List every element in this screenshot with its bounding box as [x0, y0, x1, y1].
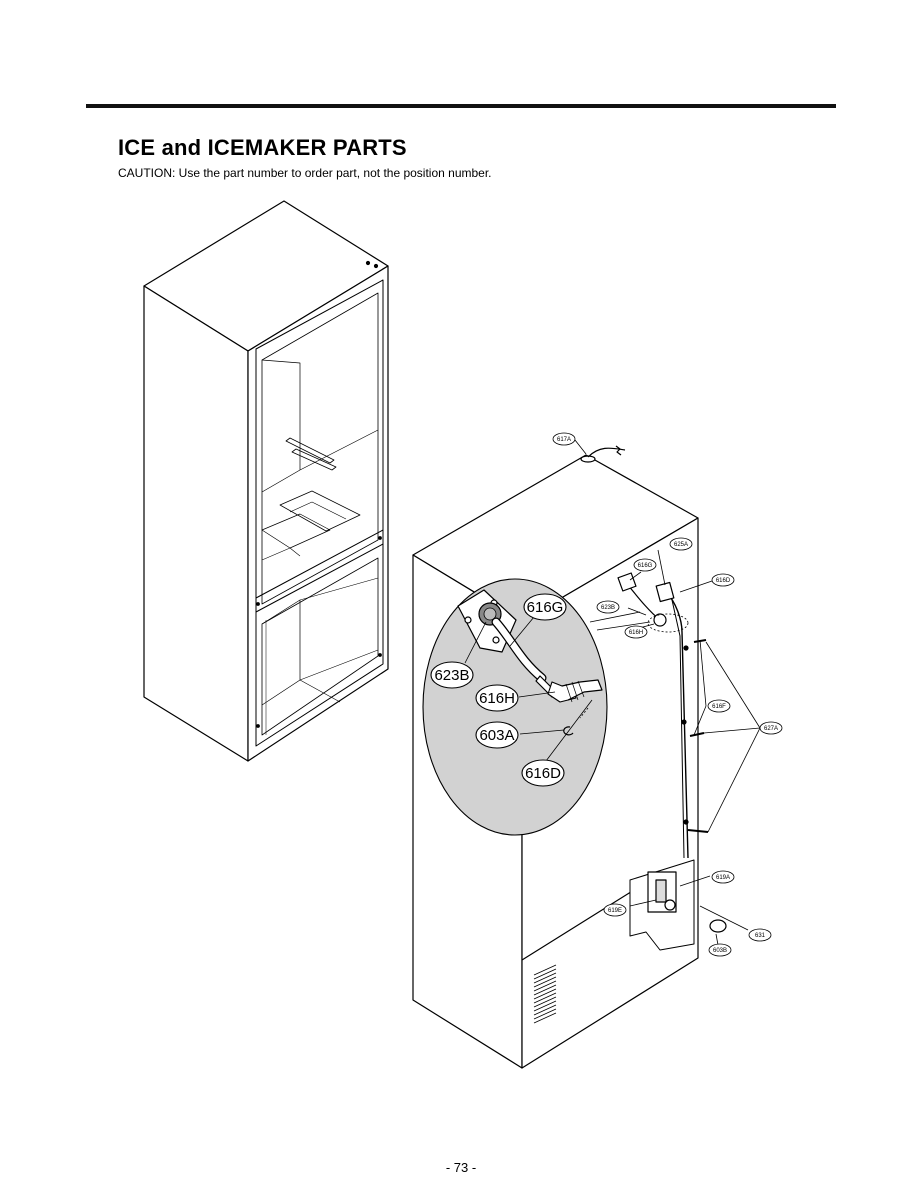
callout-616D-small: 616D: [716, 578, 731, 584]
callout-617A: 617A: [557, 437, 571, 443]
page-number: - 73 -: [445, 1160, 477, 1175]
callout-616H: 616H: [479, 690, 515, 707]
large-callouts: [430, 593, 567, 787]
page-title: ICE and ICEMAKER PARTS: [118, 135, 407, 160]
callout-603A: 603A: [479, 727, 514, 744]
small-callouts: [552, 432, 783, 957]
callout-603B: 603B: [713, 948, 727, 954]
callout-616G: 616G: [527, 599, 564, 616]
callout-623B: 623B: [434, 667, 469, 684]
callout-631: 631: [755, 933, 766, 939]
callout-616G-small: 616G: [638, 563, 653, 569]
callout-619E: 619E: [608, 908, 622, 914]
callout-625A: 625A: [674, 542, 688, 548]
callout-616D: 616D: [525, 765, 561, 782]
caution-note: CAUTION: Use the part number to order pa…: [118, 166, 492, 180]
callout-623B-small: 623B: [601, 605, 615, 611]
callout-616H-small: 616H: [629, 630, 643, 636]
top-rule: [86, 104, 836, 108]
callout-616F: 616F: [712, 704, 726, 710]
callout-627A: 627A: [764, 726, 778, 732]
fridge-front-view: [143, 200, 389, 762]
callout-619A: 619A: [716, 875, 730, 881]
